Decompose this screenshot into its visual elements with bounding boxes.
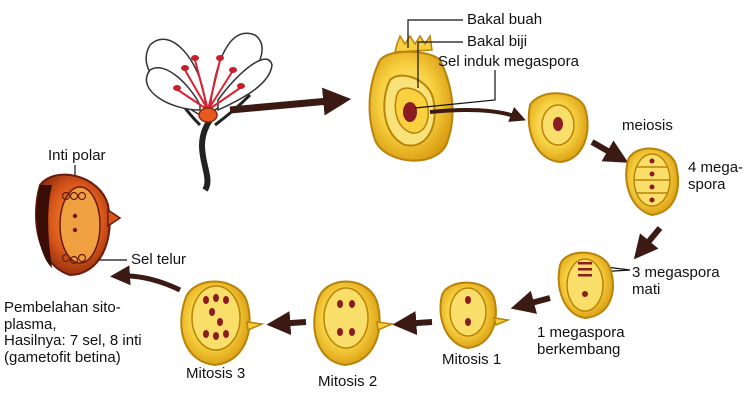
ovule-mitosis1 (439, 281, 511, 350)
flower (145, 32, 273, 192)
female-gametophyte (34, 173, 122, 277)
arrow-to-degeneration (633, 226, 663, 260)
arrow-to-mitosis2 (392, 311, 433, 336)
label-bakal-biji: Bakal biji (467, 33, 528, 50)
label-bakal-buah: Bakal buah (467, 11, 543, 28)
ovule-mother-cell (527, 92, 589, 164)
arrow-to-mitosis3 (266, 311, 307, 336)
ovule-four-megaspores (625, 147, 680, 217)
arrow-to-mitosis1 (510, 290, 551, 314)
label-mitosis-1: Mitosis 1 (442, 351, 502, 368)
label-sel-telur: Sel telur (131, 251, 187, 268)
arrow-flower-to-ovary (229, 87, 352, 116)
label-sel-induk-megaspora: Sel induk megaspora (438, 53, 579, 70)
ovary (368, 33, 454, 162)
label-3-megaspora-mati: 3 megaspora mati (632, 264, 720, 298)
label-4-megaspora: 4 mega- spora (688, 159, 744, 193)
label-inti-polar: Inti polar (48, 147, 106, 164)
ovule-mitosis2 (313, 280, 395, 367)
label-meiosis: meiosis (622, 117, 673, 134)
arrow-to-meiosis (590, 139, 629, 163)
ovule-three-dead (557, 251, 614, 320)
ovule-mitosis3 (180, 280, 265, 367)
arrow-ovary-to-cell (429, 107, 526, 122)
label-1-megaspora-berkembang: 1 megaspora berkembang (537, 324, 625, 358)
label-pembelahan-sitoplasma: Pembelahan sito- plasma, Hasilnya: 7 sel… (4, 299, 142, 366)
label-mitosis-2: Mitosis 2 (318, 373, 378, 390)
label-mitosis-3: Mitosis 3 (186, 365, 246, 382)
arrow-to-gametophyte (110, 265, 182, 293)
